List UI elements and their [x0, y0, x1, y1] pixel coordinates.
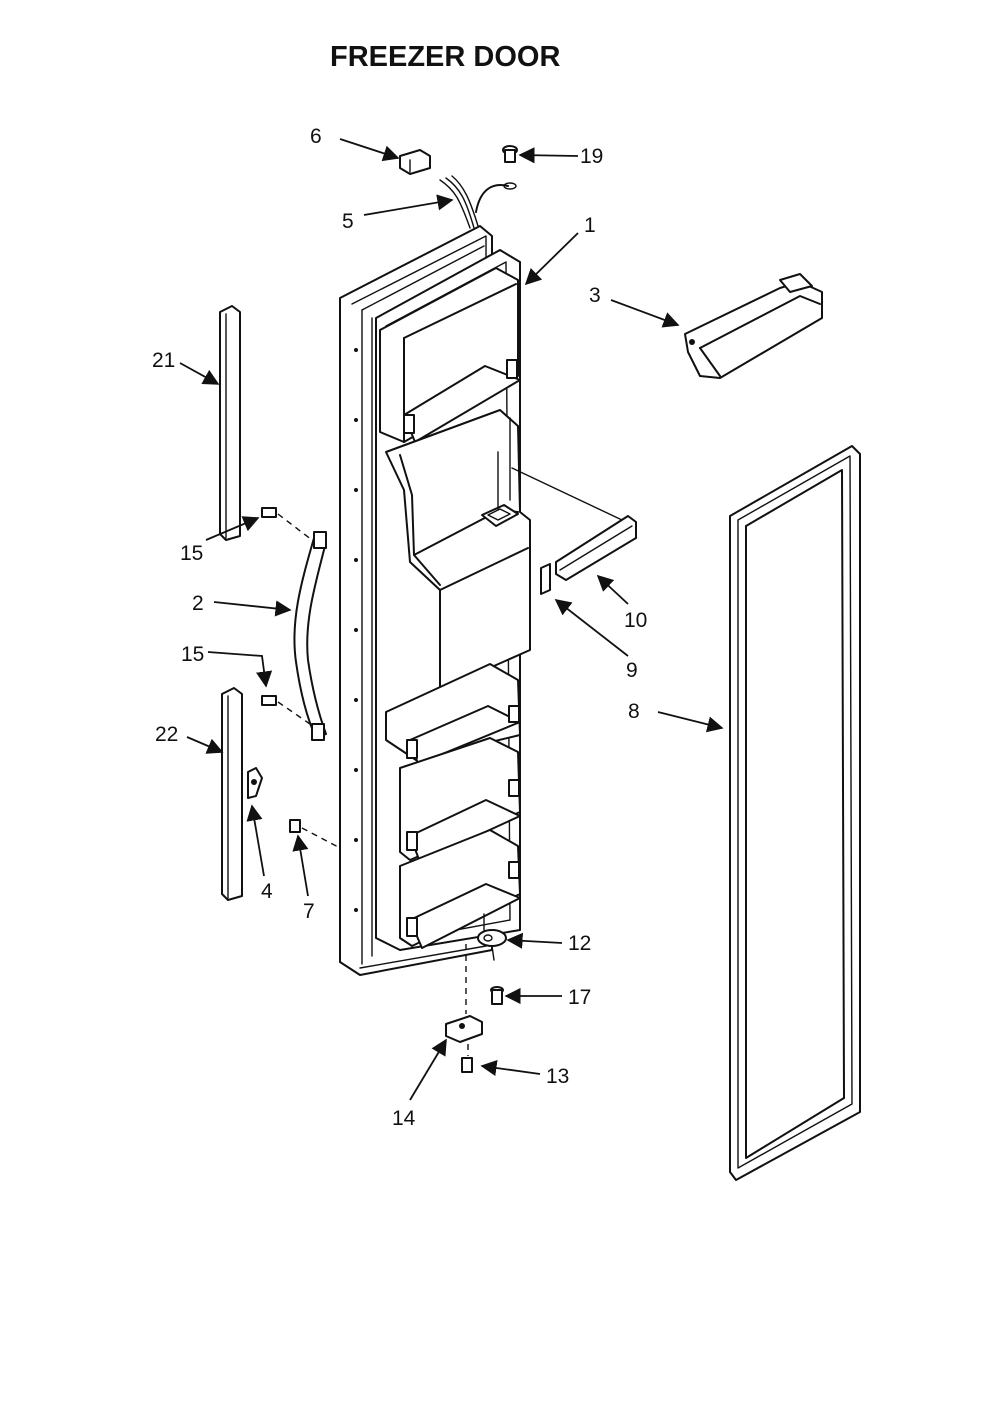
leader-21 [179, 362, 220, 385]
leader-19 [518, 147, 579, 164]
dispenser-trim [511, 467, 637, 595]
callout-22: 22 [155, 723, 178, 746]
wire-harness [439, 175, 517, 229]
callout-8: 8 [628, 700, 640, 723]
bracket [684, 273, 823, 379]
leader-14 [409, 1038, 447, 1101]
callout-19: 19 [580, 145, 603, 168]
hinge-bushing [477, 913, 507, 961]
leader-15a [205, 516, 260, 541]
leader-lines [179, 138, 724, 1101]
callout-13: 13 [546, 1065, 569, 1088]
leader-12 [506, 932, 563, 949]
clip [247, 767, 263, 799]
callout-4: 4 [261, 880, 273, 903]
handle-screw-lower [261, 695, 311, 725]
callout-2: 2 [192, 592, 204, 615]
leader-5 [363, 194, 454, 216]
callout-6: 6 [310, 125, 322, 148]
callout-7: 7 [303, 900, 315, 923]
callout-21: 21 [152, 349, 175, 372]
callout-15-lower: 15 [181, 643, 204, 666]
leader-22 [186, 736, 224, 754]
callout-12: 12 [568, 932, 591, 955]
callout-17: 17 [568, 986, 591, 1009]
top-trim-strip [219, 305, 241, 541]
wire-connector [399, 149, 431, 175]
screw-19 [502, 145, 518, 163]
leader-9 [554, 599, 629, 657]
leader-4 [246, 804, 265, 877]
bottom-trim-strip [221, 687, 243, 901]
leader-2 [213, 600, 292, 617]
screw-13 [461, 1044, 473, 1073]
callout-10: 10 [624, 609, 647, 632]
leader-7 [292, 834, 309, 897]
leader-10 [596, 574, 629, 605]
leader-1 [524, 232, 579, 286]
handle-screw-upper [261, 507, 313, 541]
door-assembly [339, 225, 531, 976]
callout-labels: 6 19 5 1 3 21 15 2 15 22 4 7 10 9 8 12 1… [152, 125, 647, 1130]
leader-6 [339, 138, 400, 162]
callout-9: 9 [626, 659, 638, 682]
callout-1: 1 [584, 214, 596, 237]
screw-7 [289, 819, 341, 849]
door-gasket [729, 445, 861, 1181]
leader-8 [657, 711, 724, 733]
callout-3: 3 [589, 284, 601, 307]
leader-13 [480, 1059, 541, 1077]
leader-15b [207, 651, 273, 688]
diagram-title: FREEZER DOOR [330, 41, 560, 73]
callout-5: 5 [342, 210, 354, 233]
hinge-bracket [445, 944, 483, 1043]
leader-3 [610, 299, 680, 328]
door-handle [293, 531, 327, 741]
callout-14: 14 [392, 1107, 416, 1130]
callout-15-upper: 15 [180, 542, 203, 565]
screw-17 [490, 986, 504, 1005]
